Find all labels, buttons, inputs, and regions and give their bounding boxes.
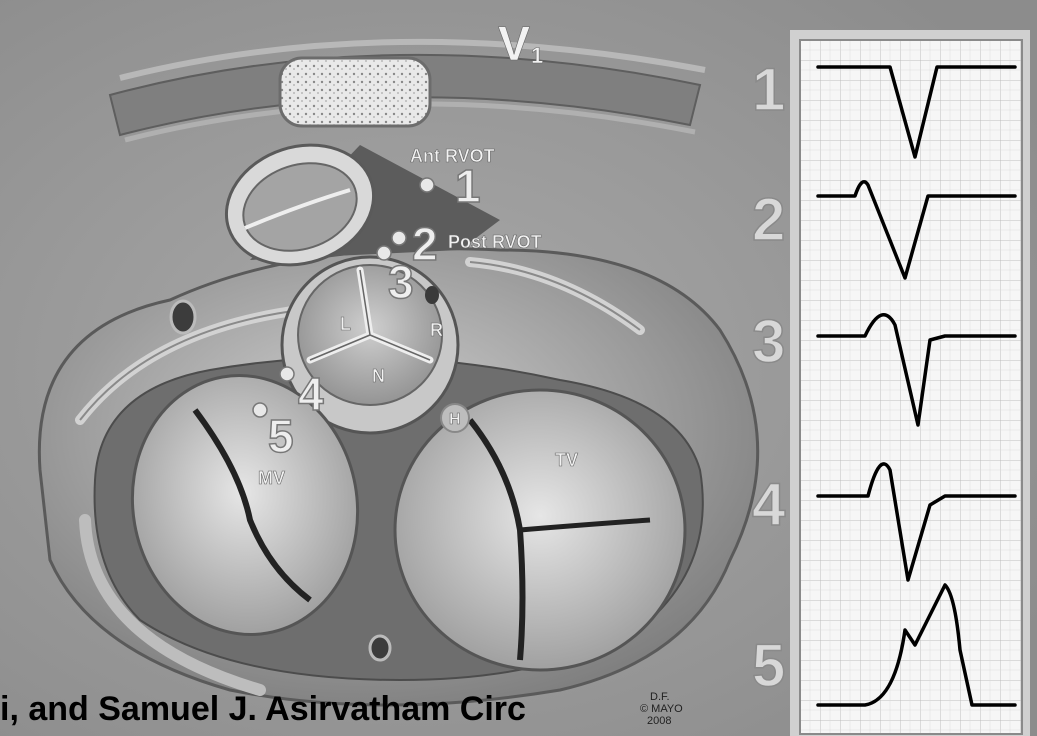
sternum-bone <box>280 58 430 126</box>
ecg-panel: 1 2 3 4 5 <box>752 30 1030 736</box>
site-dot-1 <box>420 178 434 192</box>
label-ant-rvot: Ant RVOT <box>410 146 495 166</box>
site-dot-5 <box>253 403 267 417</box>
ecg-row-label-3: 3 <box>752 308 785 375</box>
label-right-cusp: R <box>430 320 443 340</box>
site-number-1: 1 <box>455 160 481 212</box>
label-mitral-valve: MV <box>258 468 285 488</box>
label-his: H <box>449 411 461 428</box>
ecg-row-label-2: 2 <box>752 186 785 253</box>
svg-text:2008: 2008 <box>647 715 671 727</box>
site-dot-4 <box>280 367 294 381</box>
site-number-4: 4 <box>298 368 324 420</box>
ecg-row-label-1: 1 <box>752 56 785 123</box>
svg-text:D.F.: D.F. <box>650 691 670 703</box>
ecg-row-label-4: 4 <box>752 471 786 538</box>
svg-text:V: V <box>498 18 530 71</box>
site-dot-2 <box>392 231 406 245</box>
svg-text:1: 1 <box>531 43 543 68</box>
site-number-5: 5 <box>268 410 294 462</box>
svg-text:© MAYO: © MAYO <box>640 703 683 715</box>
site-number-3: 3 <box>388 256 414 308</box>
ecg-row-label-5: 5 <box>752 632 785 699</box>
label-post-rvot: Post RVOT <box>448 232 542 252</box>
site-number-2: 2 <box>412 218 438 270</box>
label-tricuspid-valve: TV <box>555 450 578 470</box>
label-left-cusp: L <box>340 314 351 334</box>
figure-caption: i, and Samuel J. Asirvatham Circ <box>0 690 526 729</box>
label-non-cusp: N <box>372 366 385 386</box>
tricuspid-valve <box>395 390 685 670</box>
